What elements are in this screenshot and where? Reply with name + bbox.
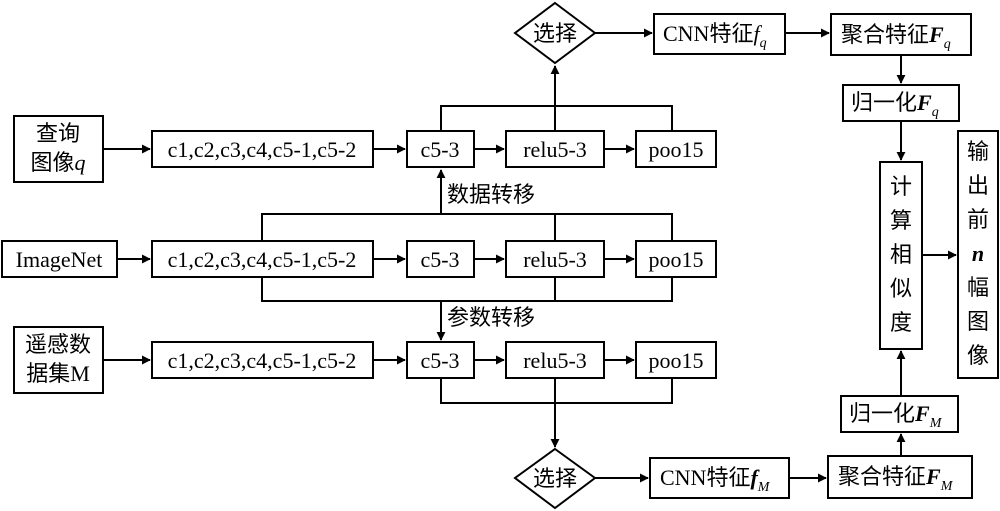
query-image-box: 查询 图像q xyxy=(13,115,104,183)
output-char: 输 xyxy=(967,139,989,164)
row1-conv-group-label: c1,c2,c3,c4,c5-1,c5-2 xyxy=(168,137,357,162)
row3-conv53-label: c5-3 xyxy=(420,348,459,373)
output-char: n xyxy=(972,241,984,266)
output-char: 像 xyxy=(967,343,989,368)
row3-conv53-box: c5-3 xyxy=(406,341,475,379)
top-normalize-label: 归一化Fq xyxy=(851,90,939,120)
top-aggregate-label: 聚合特征Fq xyxy=(841,22,951,52)
row1-conv-group-box: c1,c2,c3,c4,c5-1,c5-2 xyxy=(151,130,374,168)
row2-relu-label: relu5-3 xyxy=(523,247,587,272)
row3-conv-group-label: c1,c2,c3,c4,c5-1,c5-2 xyxy=(168,348,357,373)
row3-pool-box: poo15 xyxy=(635,341,717,379)
similarity-char: 算 xyxy=(890,208,912,233)
similarity-box xyxy=(879,161,923,350)
remote-line1: 遥感数 xyxy=(25,332,91,357)
query-line2: 图像q xyxy=(30,150,85,175)
output-char: 图 xyxy=(967,309,989,334)
top-aggregate-box: 聚合特征Fq xyxy=(830,13,972,56)
row2-pool-label: poo15 xyxy=(649,247,704,272)
bottom-select-label: 选择 xyxy=(533,466,577,491)
row2-relu-box: relu5-3 xyxy=(505,240,605,278)
similarity-text: 计 算 相 似 度 xyxy=(890,174,912,335)
output-box xyxy=(957,130,999,379)
similarity-char: 计 xyxy=(890,174,912,199)
remote-line2: 据集M xyxy=(26,361,90,386)
row1-pool-label: poo15 xyxy=(649,137,704,162)
row1-relu-box: relu5-3 xyxy=(505,130,605,168)
bottom-select-diamond: 选择 xyxy=(513,447,597,510)
bottom-cnn-feature-box: CNN特征fM xyxy=(649,457,790,499)
row2-bracket-bottom xyxy=(261,277,673,302)
output-char: 幅 xyxy=(967,275,989,300)
param-transfer-label: 参数转移 xyxy=(447,305,535,330)
row2-bracket-top xyxy=(261,213,673,241)
imagenet-label: ImageNet xyxy=(16,247,103,272)
query-line1: 查询 xyxy=(36,121,80,146)
row1-bracket xyxy=(440,105,673,131)
row3-relu-box: relu5-3 xyxy=(505,341,605,379)
row2-conv-group-label: c1,c2,c3,c4,c5-1,c5-2 xyxy=(168,247,357,272)
bottom-aggregate-label: 聚合特征FM xyxy=(838,464,954,494)
top-cnn-feature-label: CNN特征fq xyxy=(663,21,767,51)
top-select-diamond: 选择 xyxy=(513,1,597,65)
row1-conv53-box: c5-3 xyxy=(406,130,475,168)
output-text: 输 出 前 n 幅 图 像 xyxy=(967,139,989,368)
row1-conv53-label: c5-3 xyxy=(420,137,459,162)
row1-pool-box: poo15 xyxy=(635,130,717,168)
row2-pool-box: poo15 xyxy=(635,240,717,278)
bottom-normalize-label: 归一化FM xyxy=(849,401,943,431)
similarity-char: 度 xyxy=(890,310,912,335)
row3-bracket xyxy=(440,378,673,404)
data-transfer-label: 数据转移 xyxy=(447,182,535,207)
similarity-char: 似 xyxy=(890,276,912,301)
row2-conv-group-box: c1,c2,c3,c4,c5-1,c5-2 xyxy=(151,240,374,278)
bottom-normalize-box: 归一化FM xyxy=(840,395,959,433)
row1-relu-label: relu5-3 xyxy=(523,137,587,162)
imagenet-box: ImageNet xyxy=(1,240,118,278)
row3-pool-label: poo15 xyxy=(649,348,704,373)
bottom-cnn-feature-label: CNN特征fM xyxy=(660,465,771,495)
top-cnn-feature-box: CNN特征fq xyxy=(653,13,786,55)
connectors xyxy=(103,28,957,483)
row3-conv-group-box: c1,c2,c3,c4,c5-1,c5-2 xyxy=(151,341,374,379)
row2-conv53-label: c5-3 xyxy=(420,247,459,272)
bottom-aggregate-box: 聚合特征FM xyxy=(827,455,973,499)
row3-relu-label: relu5-3 xyxy=(523,348,587,373)
top-normalize-box: 归一化Fq xyxy=(842,84,960,122)
remote-dataset-box: 遥感数 据集M xyxy=(13,326,104,394)
top-select-label: 选择 xyxy=(533,21,577,46)
output-char: 出 xyxy=(967,173,989,198)
row2-conv53-box: c5-3 xyxy=(406,240,475,278)
output-char: 前 xyxy=(967,207,989,232)
similarity-char: 相 xyxy=(890,242,912,267)
